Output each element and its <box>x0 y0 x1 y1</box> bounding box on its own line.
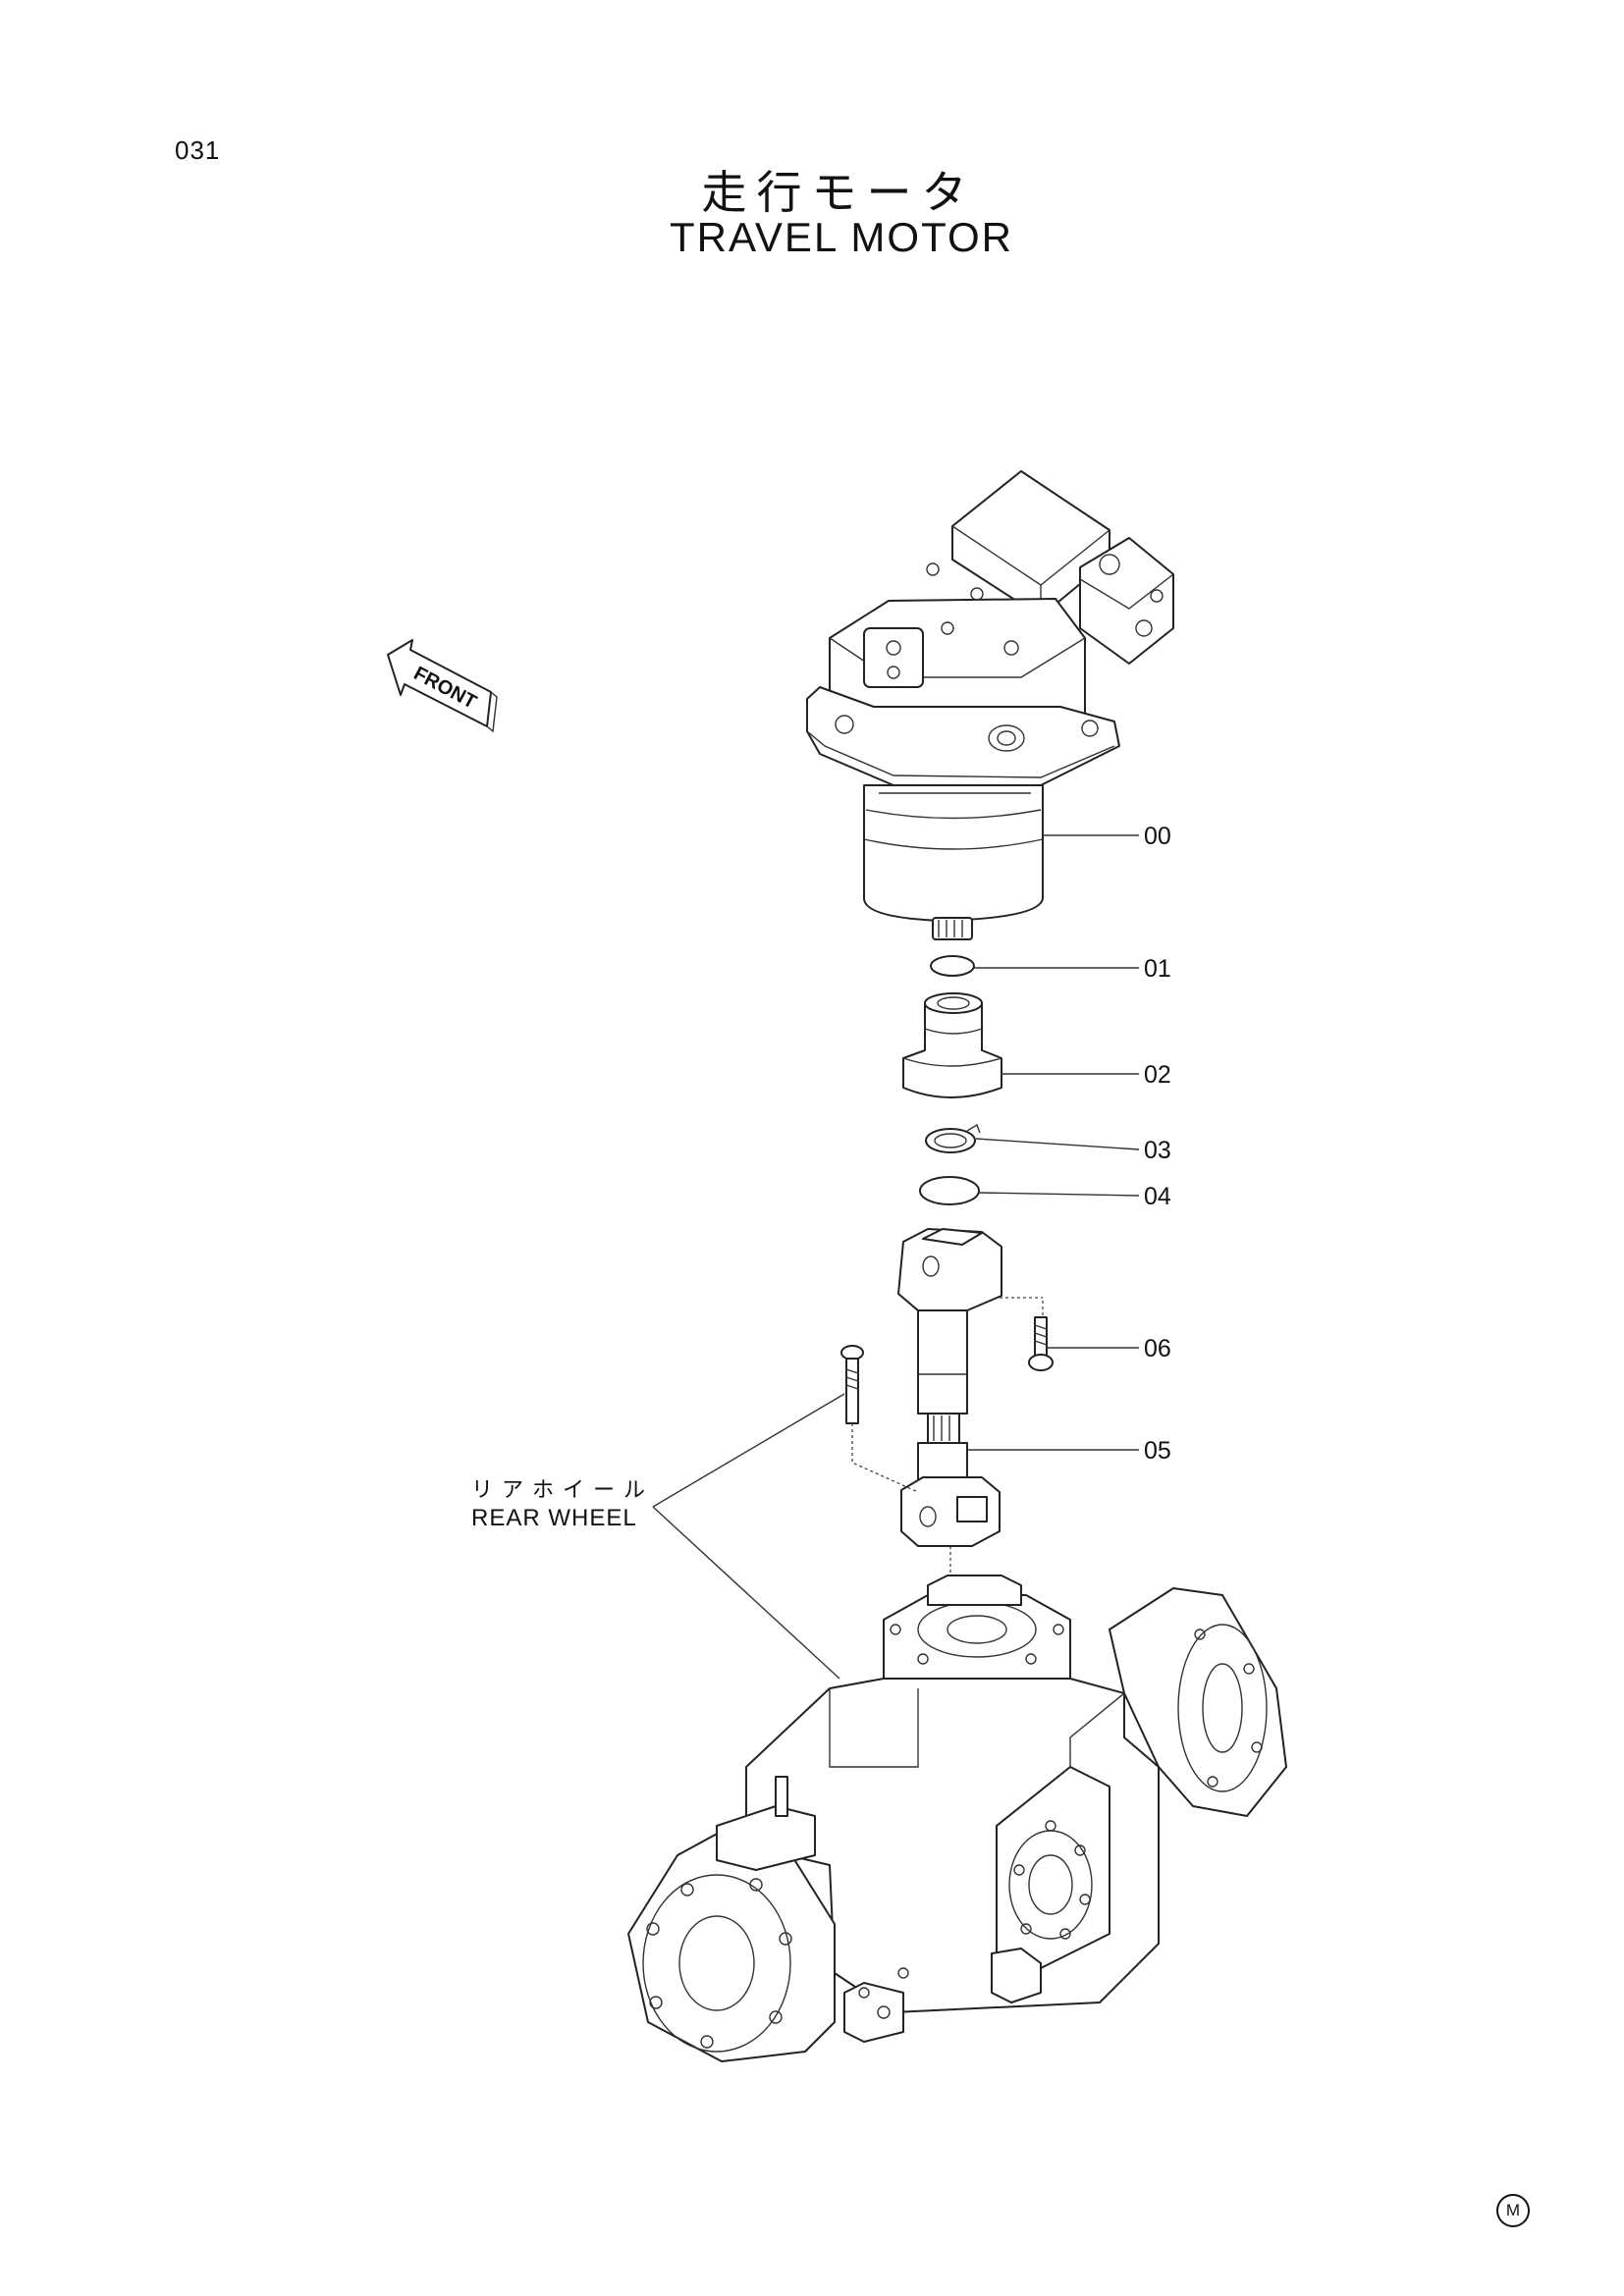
rear-wheel-label-jp: リアホイール <box>471 1478 655 1503</box>
plate-part <box>919 1176 980 1205</box>
callout-06: 06 <box>1144 1335 1171 1362</box>
snap-ring-part <box>925 1123 981 1153</box>
o-ring-part <box>930 955 975 977</box>
callout-02: 02 <box>1144 1061 1171 1089</box>
leader-lines <box>652 834 1140 1680</box>
bolt-part <box>1028 1316 1054 1371</box>
rear-wheel-axle-part <box>627 1575 1287 2062</box>
callout-01: 01 <box>1144 955 1171 983</box>
propeller-shaft-part <box>897 1228 1002 1547</box>
corner-mark: M <box>1496 2194 1530 2227</box>
page-number: 031 <box>175 135 221 165</box>
travel-motor-part <box>806 470 1174 940</box>
rear-wheel-bolt <box>840 1345 864 1424</box>
rear-wheel-label-en: REAR WHEEL <box>471 1505 637 1531</box>
callout-05: 05 <box>1144 1437 1171 1465</box>
front-arrow-icon: FRONT <box>387 639 498 733</box>
callout-03: 03 <box>1144 1137 1171 1164</box>
callout-00: 00 <box>1144 823 1171 850</box>
title-japanese: 走行モータ <box>701 166 977 219</box>
title-english: TRAVEL MOTOR <box>670 214 1013 260</box>
callout-04: 04 <box>1144 1183 1171 1210</box>
coupling-part <box>902 992 1002 1098</box>
